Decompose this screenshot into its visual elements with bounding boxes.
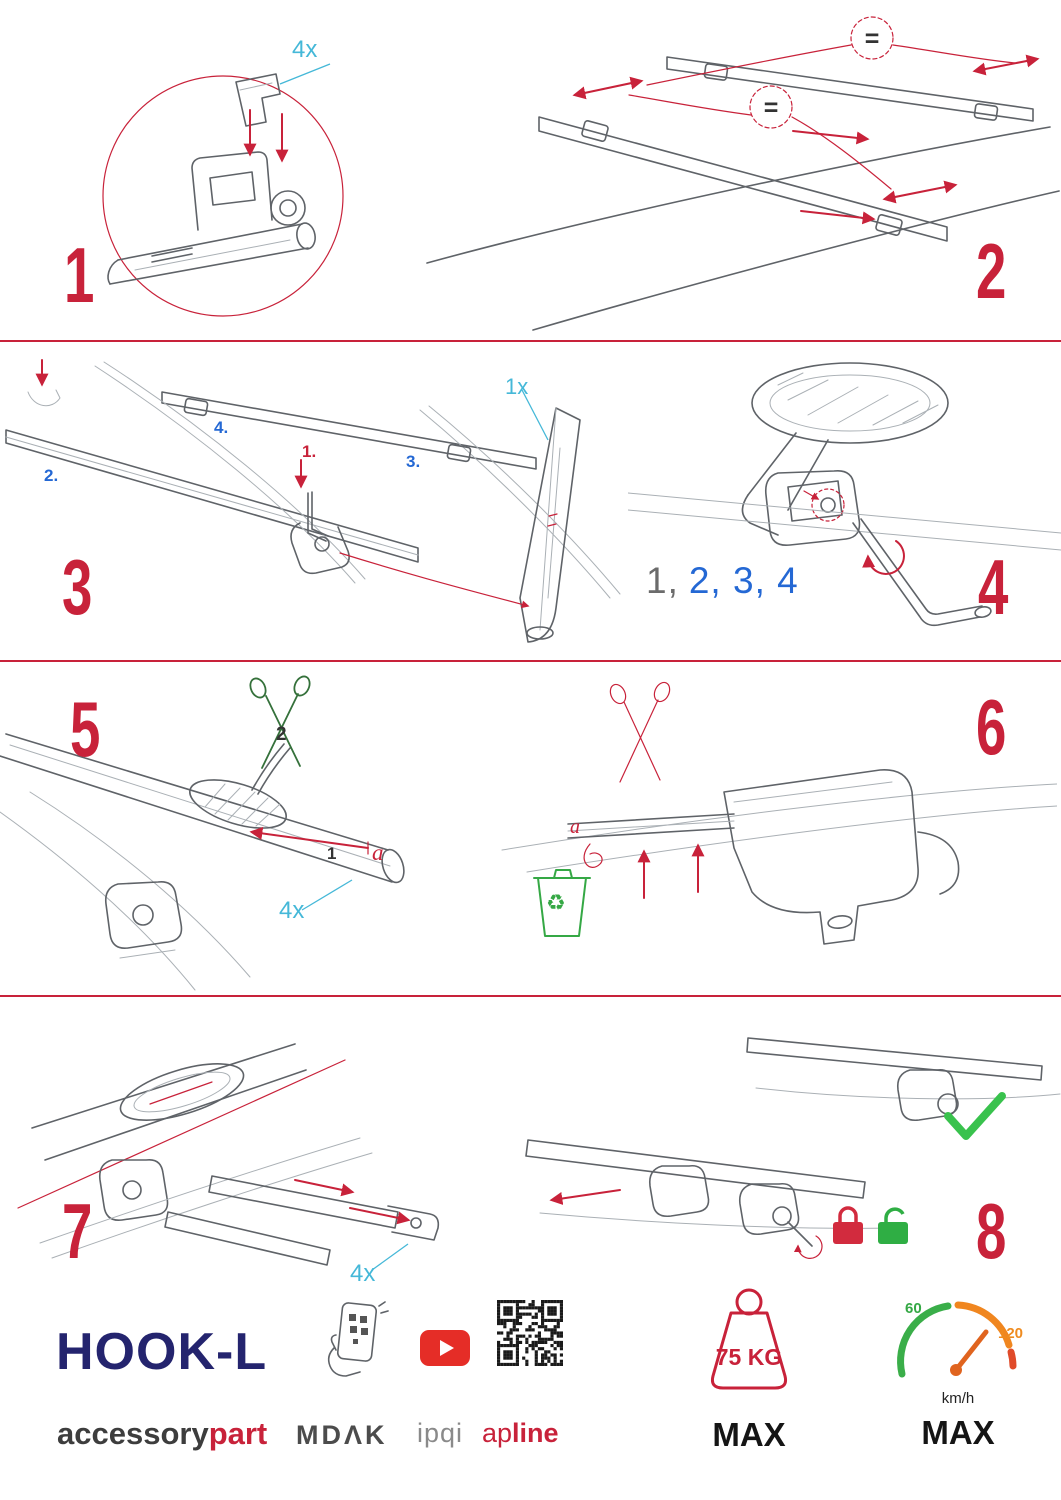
phone-qr-icon — [327, 1301, 389, 1377]
scissors-icon — [609, 681, 671, 783]
step6-illustration — [501, 681, 1057, 945]
step2-number: 2 — [976, 227, 1006, 315]
step8-number: 8 — [976, 1187, 1006, 1275]
lock-open-icon — [878, 1207, 908, 1244]
lock-closed-icon — [833, 1206, 863, 1244]
section-divider — [0, 340, 1061, 342]
speed-low-label: 60 — [905, 1300, 922, 1317]
checkmark-icon — [944, 1092, 1006, 1140]
step4-sequence-todo: 2, 3, 4 — [688, 560, 799, 601]
product-name: HOOK-L — [56, 1323, 268, 1381]
step3-illustration — [5, 359, 621, 643]
speedometer-icon — [897, 1301, 1017, 1378]
youtube-icon — [420, 1330, 470, 1366]
speed-max-label: MAX — [921, 1414, 995, 1451]
step7-qty-label: 4x — [350, 1260, 376, 1287]
step5-label-2: 2 — [276, 724, 287, 745]
step3-number: 3 — [62, 543, 92, 631]
logo-mdak: MDΛK — [296, 1420, 388, 1450]
logo-apline: apline — [482, 1418, 559, 1449]
step3-sub2-label: 2. — [44, 466, 59, 485]
speed-high-label: 120 — [998, 1325, 1024, 1342]
step2-illustration — [426, 16, 1060, 331]
weight-icon — [711, 1288, 787, 1390]
step2-equal-sign: = — [864, 25, 880, 53]
step5-number: 5 — [70, 685, 100, 773]
step4-sequence-done: 1, — [646, 560, 679, 601]
step4-illustration — [628, 362, 1061, 627]
speed-unit-label: km/h — [941, 1390, 975, 1407]
step5-qty-label: 4x — [279, 897, 305, 924]
step3-sub4-label: 4. — [214, 418, 229, 437]
brand-red: part — [208, 1416, 268, 1451]
scissors-icon — [249, 675, 311, 769]
step4-number: 4 — [978, 543, 1008, 631]
logo-apline-bold: line — [512, 1418, 559, 1448]
weight-max-label: MAX — [712, 1416, 786, 1453]
logo-apline-light: ap — [482, 1418, 513, 1448]
step7-illustration — [17, 1043, 440, 1271]
qr-code-icon — [497, 1300, 563, 1366]
recycle-icon: ♻ — [546, 890, 566, 915]
weight-value: 75 KG — [715, 1344, 783, 1370]
step2-equal-sign: = — [763, 94, 779, 122]
step3-sub1-label: 1. — [302, 442, 317, 461]
section-divider — [0, 660, 1061, 662]
trash-bin-icon — [533, 869, 591, 937]
step6-label-a: a — [570, 816, 580, 838]
step3-sub3-label: 3. — [406, 452, 421, 471]
step4-sequence: 1,2, 3, 4 — [646, 560, 799, 602]
step1-qty-label: 4x — [292, 36, 318, 63]
brand-wordmark: accessorypart — [57, 1416, 267, 1452]
step8-illustration — [525, 1037, 1061, 1259]
step7-number: 7 — [62, 1187, 92, 1275]
brand-gray: accessory — [57, 1416, 209, 1451]
logo-ipqi: ipqi — [417, 1418, 464, 1448]
step5-label-1: 1 — [327, 844, 337, 863]
section-divider — [0, 995, 1061, 997]
step6-number: 6 — [976, 683, 1006, 771]
step3-qty-label: 1x — [505, 374, 529, 399]
step5-illustration — [0, 675, 405, 991]
step1-number: 1 — [64, 231, 94, 319]
step1-illustration — [102, 63, 344, 317]
step5-label-a: a — [372, 840, 384, 865]
